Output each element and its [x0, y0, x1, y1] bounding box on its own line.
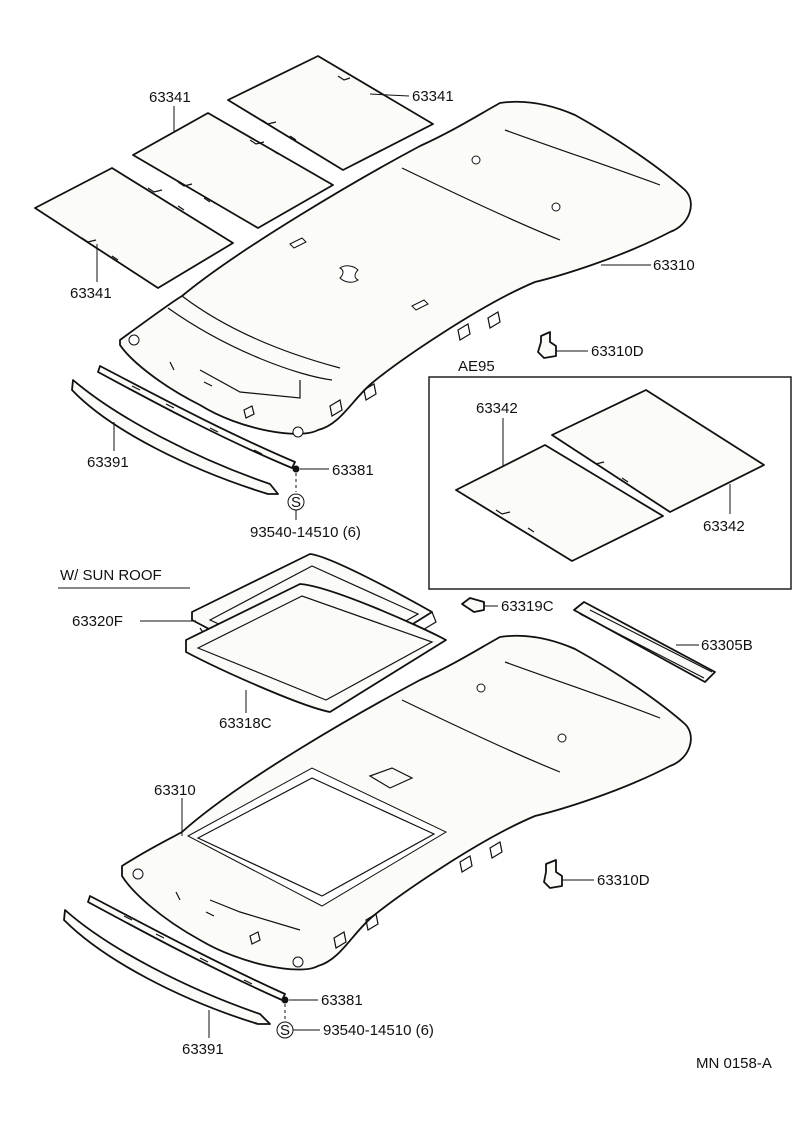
label-ae95-pad-left: 63342: [476, 400, 518, 417]
label-garnish-upper: 63391: [87, 454, 129, 471]
label-screw-upper: 63381: [332, 462, 374, 479]
roof-headliner-lower: [121, 634, 692, 971]
label-rail: 63305B: [701, 637, 753, 654]
roof-headliner-upper: [119, 100, 692, 438]
screw-upper: S: [287, 465, 305, 520]
leader-pad-top: [369, 93, 410, 97]
label-frame: 63320F: [72, 613, 123, 630]
label-screw-part-upper: 93540-14510 (6): [250, 524, 361, 541]
insulator-pad-middle: [132, 112, 334, 229]
insulator-pad-ae95-left: [455, 444, 664, 562]
sunroof-title: W/ SUN ROOF: [60, 567, 162, 584]
insulator-pad-ae95-right: [551, 389, 765, 513]
label-pad-top: 63341: [412, 88, 454, 105]
label-cap: 63319C: [501, 598, 554, 615]
label-headliner-lower: 63310: [154, 782, 196, 799]
clip-lower: [543, 859, 594, 889]
insulator-pad-left: [34, 167, 234, 289]
sunroof-weatherstrip: [185, 583, 447, 713]
label-screw-lower: 63381: [321, 992, 363, 1009]
sunroof-rail: [573, 601, 716, 683]
label-clip-lower: 63310D: [597, 872, 650, 889]
screw-symbol-lower: S: [280, 1022, 290, 1039]
sunroof-cap: [461, 597, 498, 613]
label-ae95: AE95: [458, 358, 495, 375]
label-screw-part-lower: 93540-14510 (6): [323, 1022, 434, 1039]
label-pad-left: 63341: [70, 285, 112, 302]
screw-symbol-upper: S: [291, 494, 301, 511]
insulator-pad-top: [227, 55, 434, 171]
label-pad-mid: 63341: [149, 89, 191, 106]
diagram-code: MN 0158-A: [696, 1055, 772, 1072]
roof-garnish-upper: [71, 365, 296, 495]
label-ae95-pad-right: 63342: [703, 518, 745, 535]
label-clip-upper: 63310D: [591, 343, 644, 360]
screw-lower: S: [276, 996, 294, 1039]
label-garnish-lower: 63391: [182, 1041, 224, 1058]
clip-upper: [537, 331, 588, 359]
label-headliner-upper: 63310: [653, 257, 695, 274]
label-seal: 63318C: [219, 715, 272, 732]
ae95-box: [428, 376, 792, 590]
